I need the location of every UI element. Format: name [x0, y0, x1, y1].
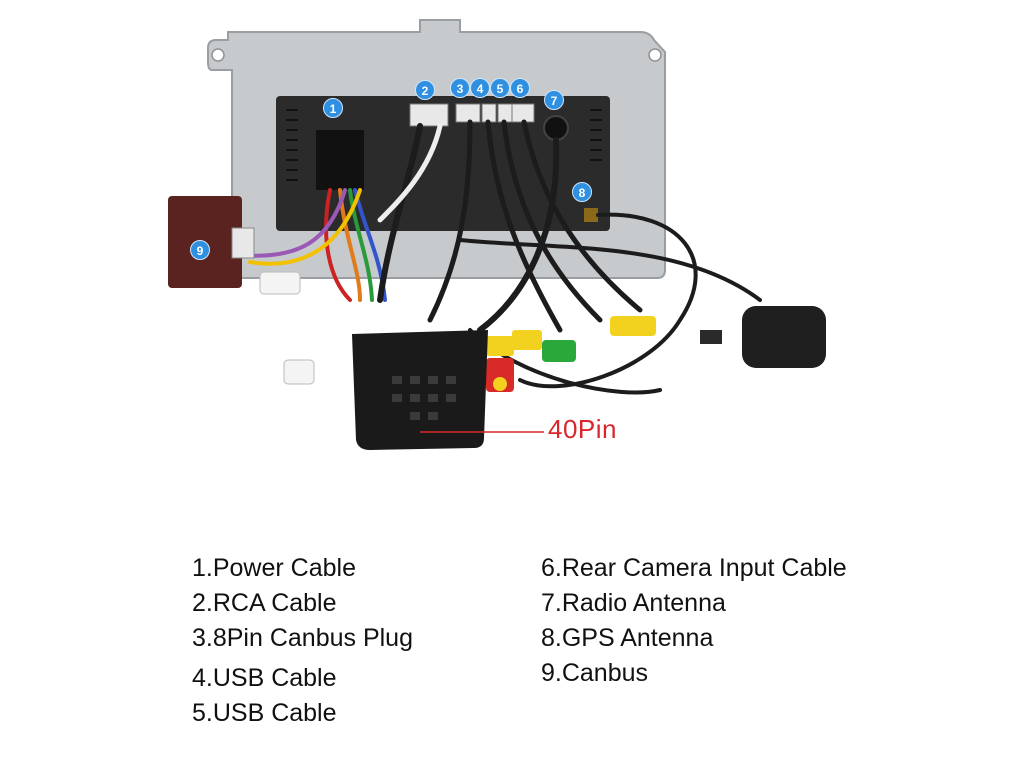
marker-1: 1	[323, 98, 343, 118]
marker-3: 3	[450, 78, 470, 98]
canbus-box-connector	[231, 227, 255, 259]
marker-2: 2	[415, 80, 435, 100]
head-unit-illustration	[168, 19, 826, 450]
legend-item-8: 8.GPS Antenna	[541, 624, 714, 652]
rca-plugs	[259, 271, 656, 392]
usb-port	[497, 103, 513, 123]
legend-item-5: 5.USB Cable	[192, 699, 337, 727]
forty-pin-label: 40Pin	[548, 414, 617, 444]
radio-antenna-port	[543, 115, 569, 141]
legend-item-1: 1.Power Cable	[192, 554, 356, 582]
gps-antenna-port	[584, 208, 598, 222]
connector-pins	[392, 376, 456, 420]
mount-hole	[648, 48, 662, 62]
legend-item-6: 6.Rear Camera Input Cable	[541, 554, 847, 582]
forty-pin-connector	[352, 330, 488, 450]
gps-antenna-plug	[700, 330, 722, 344]
marker-4: 4	[470, 78, 490, 98]
marker-9: 9	[190, 240, 210, 260]
power-port	[316, 130, 364, 190]
mount-hole	[211, 48, 225, 62]
legend-item-9: 9.Canbus	[541, 659, 649, 687]
marker-8: 8	[572, 182, 592, 202]
legend-item-7: 7.Radio Antenna	[541, 589, 726, 617]
gps-antenna-puck	[742, 306, 826, 368]
cable-legend: 1.Power Cable 2.RCA Cable 3.8Pin Canbus …	[0, 550, 1024, 750]
canbus-port	[455, 103, 481, 123]
camera-port	[511, 103, 535, 123]
product-diagram: 1 2 3 4 5 6 7 8 9 40Pin	[168, 19, 826, 450]
marker-5: 5	[490, 78, 510, 98]
marker-7: 7	[544, 90, 564, 110]
marker-6: 6	[510, 78, 530, 98]
legend-item-4: 4.USB Cable	[192, 664, 337, 692]
vent-slots	[286, 109, 602, 181]
legend-item-3: 3.8Pin Canbus Plug	[192, 624, 413, 652]
usb-port	[481, 103, 497, 123]
legend-item-2: 2.RCA Cable	[192, 589, 337, 617]
rca-port	[409, 103, 449, 127]
